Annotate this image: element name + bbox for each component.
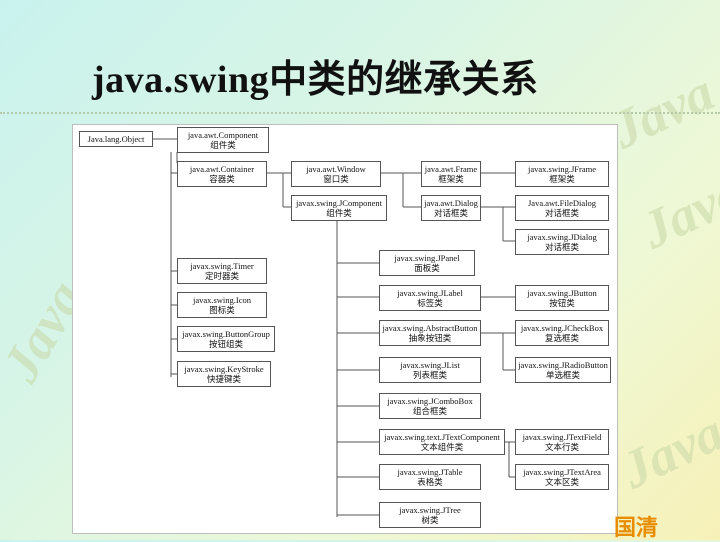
- node-jframe: javax.swing.JFrame 框架类: [515, 161, 609, 187]
- node-label-en: javax.swing.JButton: [527, 288, 596, 298]
- node-label-cn: 单选框类: [546, 370, 580, 380]
- node-jcheckbox: javax.swing.JCheckBox 复选框类: [515, 320, 609, 346]
- background-java-watermark: Java: [602, 61, 720, 162]
- node-label-cn: 标签类: [417, 298, 443, 308]
- node-jcomponent: javax.swing.JComponent 组件类: [291, 195, 387, 221]
- node-label-en: javax.swing.JRadioButton: [518, 360, 608, 370]
- node-label-en: java.awt.Dialog: [424, 198, 478, 208]
- node-label-en: javax.swing.JLabel: [397, 288, 463, 298]
- node-label-en: javax.swing.Icon: [193, 295, 251, 305]
- node-jtextcomponent: javax.swing.text.JTextComponent 文本组件类: [379, 429, 505, 455]
- node-object-label: Java.lang.Object: [88, 134, 145, 144]
- node-label-cn: 按钮组类: [209, 339, 243, 349]
- node-jlist: javax.swing.JList 列表框类: [379, 357, 481, 383]
- node-label-en: javax.swing.JComboBox: [387, 396, 472, 406]
- node-jtree: javax.swing.JTree 树类: [379, 502, 481, 528]
- node-label-en: javax.swing.JTree: [399, 505, 461, 515]
- node-label-en: javax.swing.JDialog: [527, 232, 596, 242]
- node-label-en: javax.swing.KeyStroke: [184, 364, 263, 374]
- node-label-en: java.awt.Component: [188, 130, 258, 140]
- node-label-en: javax.swing.JComponent: [296, 198, 382, 208]
- node-label-en: Java.awt.FileDialog: [528, 198, 596, 208]
- node-keystroke: javax.swing.KeyStroke 快捷键类: [177, 361, 271, 387]
- node-label-en: javax.swing.AbstractButton: [383, 323, 478, 333]
- node-label-cn: 定时器类: [205, 271, 239, 281]
- node-jbutton: javax.swing.JButton 按钮类: [515, 285, 609, 311]
- node-object: Java.lang.Object: [79, 131, 153, 147]
- node-label-cn: 框架类: [549, 174, 575, 184]
- node-label-cn: 复选框类: [545, 333, 579, 343]
- node-label-cn: 容器类: [209, 174, 235, 184]
- node-label-cn: 对话框类: [545, 242, 579, 252]
- node-component: java.awt.Component 组件类: [177, 127, 269, 153]
- page-title: java.swing中类的继承关系: [92, 48, 539, 103]
- node-window: java.awt.Window 窗口类: [291, 161, 381, 187]
- node-label-cn: 列表框类: [413, 370, 447, 380]
- node-label-en: java.awt.Frame: [425, 164, 477, 174]
- node-label-en: javax.swing.JList: [400, 360, 460, 370]
- node-label-en: javax.swing.ButtonGroup: [182, 329, 270, 339]
- node-label-cn: 组件类: [210, 140, 236, 150]
- node-filedialog: Java.awt.FileDialog 对话框类: [515, 195, 609, 221]
- node-dialog: java.awt.Dialog 对话框类: [421, 195, 481, 221]
- background-java-watermark: Java: [632, 161, 720, 262]
- node-jtextarea: javax.swing.JTextArea 文本区类: [515, 464, 609, 490]
- node-label-cn: 快捷键类: [207, 374, 241, 384]
- node-jcombobox: javax.swing.JComboBox 组合框类: [379, 393, 481, 419]
- node-label-en: javax.swing.JFrame: [528, 164, 596, 174]
- node-label-cn: 组合框类: [413, 406, 447, 416]
- node-label-cn: 框架类: [438, 174, 464, 184]
- node-container: java.awt.Container 容器类: [177, 161, 267, 187]
- node-label-cn: 窗口类: [323, 174, 349, 184]
- node-timer: javax.swing.Timer 定时器类: [177, 258, 267, 284]
- node-label-en: javax.swing.text.JTextComponent: [384, 432, 500, 442]
- node-label-en: javax.swing.JTextArea: [523, 467, 601, 477]
- node-jdialog: javax.swing.JDialog 对话框类: [515, 229, 609, 255]
- node-label-cn: 对话框类: [545, 208, 579, 218]
- node-label-en: javax.swing.JTable: [397, 467, 462, 477]
- diagram-panel: Java.lang.Object java.awt.Component 组件类 …: [72, 124, 618, 534]
- node-label-en: javax.swing.JPanel: [394, 253, 459, 263]
- node-jradiobutton: javax.swing.JRadioButton 单选框类: [515, 357, 611, 383]
- node-jtextfield: javax.swing.JTextField 文本行类: [515, 429, 609, 455]
- node-label-cn: 表格类: [417, 477, 443, 487]
- node-frame: java.awt.Frame 框架类: [421, 161, 481, 187]
- node-jlabel: javax.swing.JLabel 标签类: [379, 285, 481, 311]
- node-label-en: java.awt.Container: [190, 164, 254, 174]
- node-jtable: javax.swing.JTable 表格类: [379, 464, 481, 490]
- node-label-cn: 树类: [421, 515, 438, 525]
- node-label-cn: 对话框类: [434, 208, 468, 218]
- background-java-watermark: Java: [612, 401, 720, 502]
- node-label-en: java.awt.Window: [306, 164, 366, 174]
- node-label-cn: 面板类: [414, 263, 440, 273]
- node-label-cn: 文本组件类: [421, 442, 464, 452]
- title-divider: [0, 112, 720, 115]
- node-jpanel: javax.swing.JPanel 面板类: [379, 250, 475, 276]
- node-label-en: javax.swing.JCheckBox: [521, 323, 603, 333]
- node-label-en: javax.swing.JTextField: [523, 432, 602, 442]
- node-label-cn: 按钮类: [549, 298, 575, 308]
- node-label-cn: 文本区类: [545, 477, 579, 487]
- node-icon: javax.swing.Icon 图标类: [177, 292, 267, 318]
- node-label-cn: 图标类: [209, 305, 235, 315]
- node-buttongroup: javax.swing.ButtonGroup 按钮组类: [177, 326, 275, 352]
- node-label-cn: 组件类: [326, 208, 352, 218]
- node-label-cn: 文本行类: [545, 442, 579, 452]
- node-label-cn: 抽象按钮类: [409, 333, 452, 343]
- node-abstractbutton: javax.swing.AbstractButton 抽象按钮类: [379, 320, 481, 346]
- node-label-en: javax.swing.Timer: [190, 261, 253, 271]
- footer-author: 国清: [614, 510, 658, 542]
